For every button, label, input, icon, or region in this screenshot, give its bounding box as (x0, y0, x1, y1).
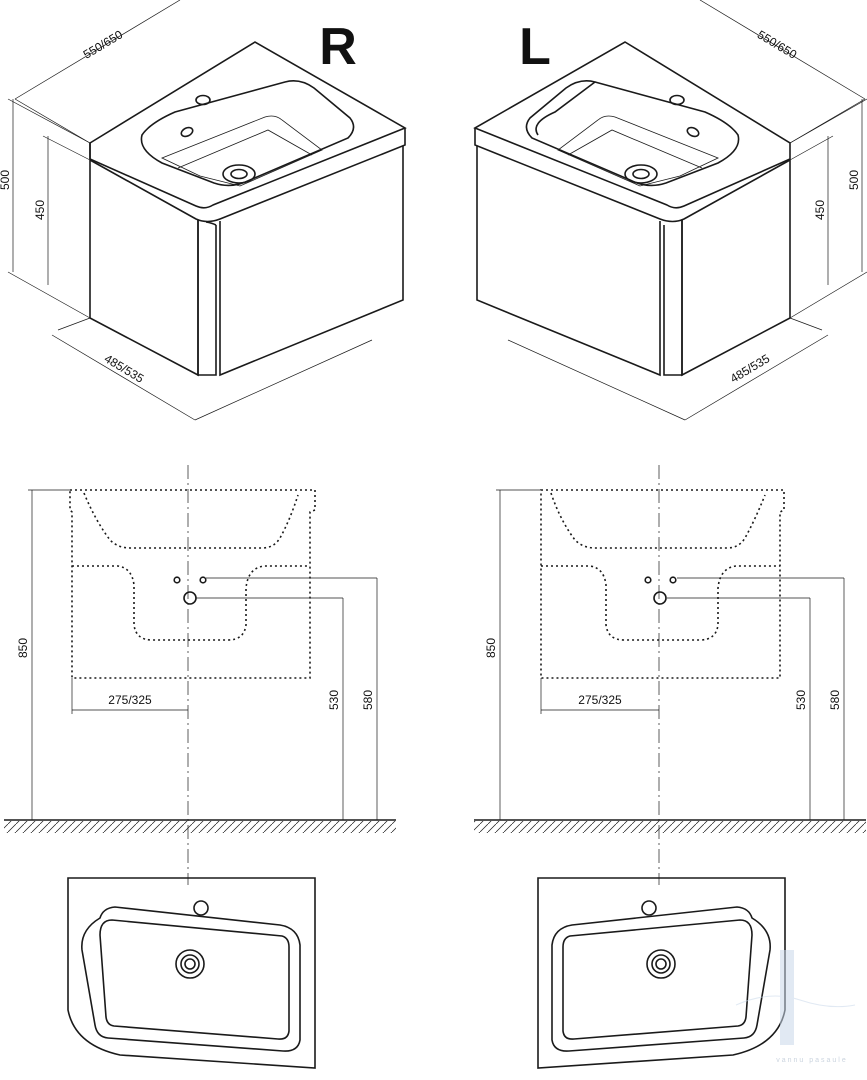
dim-width-l: 550/650 (699, 0, 866, 144)
drain-height-label-l: 530 (794, 690, 808, 710)
front-view-right: 850 275/325 530 580 (4, 465, 396, 885)
offset-label-r: 275/325 (108, 693, 152, 707)
top-view-left (537, 877, 786, 1069)
variant-letter-l: L (519, 18, 551, 76)
cabinet-height-label-r: 450 (33, 200, 47, 220)
watermark-logo: vannu pasaule (735, 950, 856, 1064)
offset-label-l: 275/325 (578, 693, 622, 707)
cabinet-height-label-l: 450 (813, 200, 827, 220)
width-label-r: 550/650 (81, 27, 126, 62)
dim-depth-l: 485/535 (507, 317, 829, 421)
tap-height-label-r: 580 (361, 690, 375, 710)
isometric-view-left: L 550/650 485/535 500 (473, 0, 867, 421)
height-label-r: 850 (16, 638, 30, 658)
tap-height-label-l: 580 (828, 690, 842, 710)
variant-letter-r: R (319, 18, 357, 76)
total-height-label-r: 500 (0, 170, 12, 190)
watermark-text: vannu pasaule (776, 1057, 848, 1064)
height-label-l: 850 (484, 638, 498, 658)
dim-depth-r: 485/535 (51, 317, 373, 421)
depth-label-l: 485/535 (728, 351, 773, 386)
dim-heights-l: 500 450 (789, 98, 867, 319)
dim-width-r: 550/650 (14, 0, 181, 144)
isometric-view-right: R 550/650 485/535 (0, 0, 407, 421)
dim-heights-r: 500 450 (0, 98, 91, 319)
width-label-l: 550/650 (755, 27, 800, 62)
drain-height-label-r: 530 (327, 690, 341, 710)
total-height-label-l: 500 (847, 170, 861, 190)
top-view-right (67, 877, 316, 1069)
front-view-left: 850 275/325 530 580 (474, 465, 866, 885)
